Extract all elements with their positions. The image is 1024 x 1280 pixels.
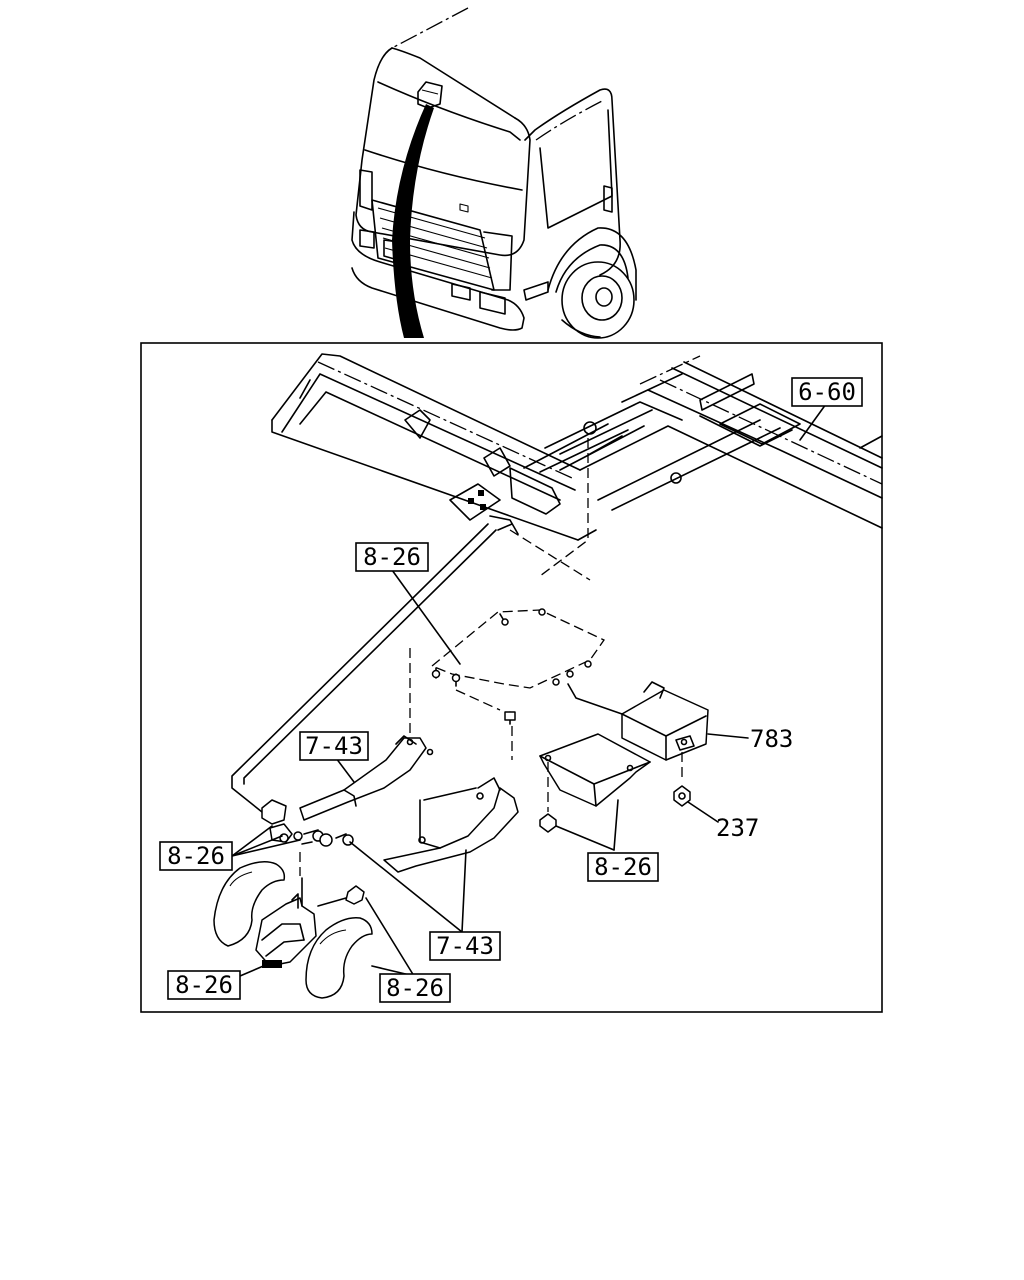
ref-label-8-26-left: 8-26: [159, 841, 233, 871]
part-number-237: 237: [716, 814, 759, 842]
ref-label-6-60: 6-60: [791, 377, 863, 407]
svg-text:8-26: 8-26: [363, 543, 421, 571]
diagram-frame: [140, 342, 883, 1013]
truck-cab-illustration: [351, 7, 637, 339]
ref-label-8-26-bottom-left: 8-26: [167, 970, 241, 1000]
svg-text:8-26: 8-26: [175, 971, 233, 999]
leader-lines: [231, 403, 827, 977]
part-number-783: 783: [750, 725, 793, 753]
ref-label-7-43-bottom: 7-43: [429, 931, 501, 961]
chassis-frame: [271, 353, 883, 541]
ref-label-8-26-top: 8-26: [355, 542, 429, 572]
harness-assembly: [213, 438, 709, 999]
svg-text:7-43: 7-43: [436, 932, 494, 960]
svg-text:6-60: 6-60: [798, 378, 856, 406]
svg-text:8-26: 8-26: [167, 842, 225, 870]
ref-label-7-43-mid: 7-43: [299, 731, 369, 761]
ref-label-8-26-bottom-mid: 8-26: [379, 973, 451, 1003]
svg-text:8-26: 8-26: [594, 853, 652, 881]
svg-text:7-43: 7-43: [305, 732, 363, 760]
svg-text:8-26: 8-26: [386, 974, 444, 1002]
ref-label-8-26-right: 8-26: [587, 852, 659, 882]
